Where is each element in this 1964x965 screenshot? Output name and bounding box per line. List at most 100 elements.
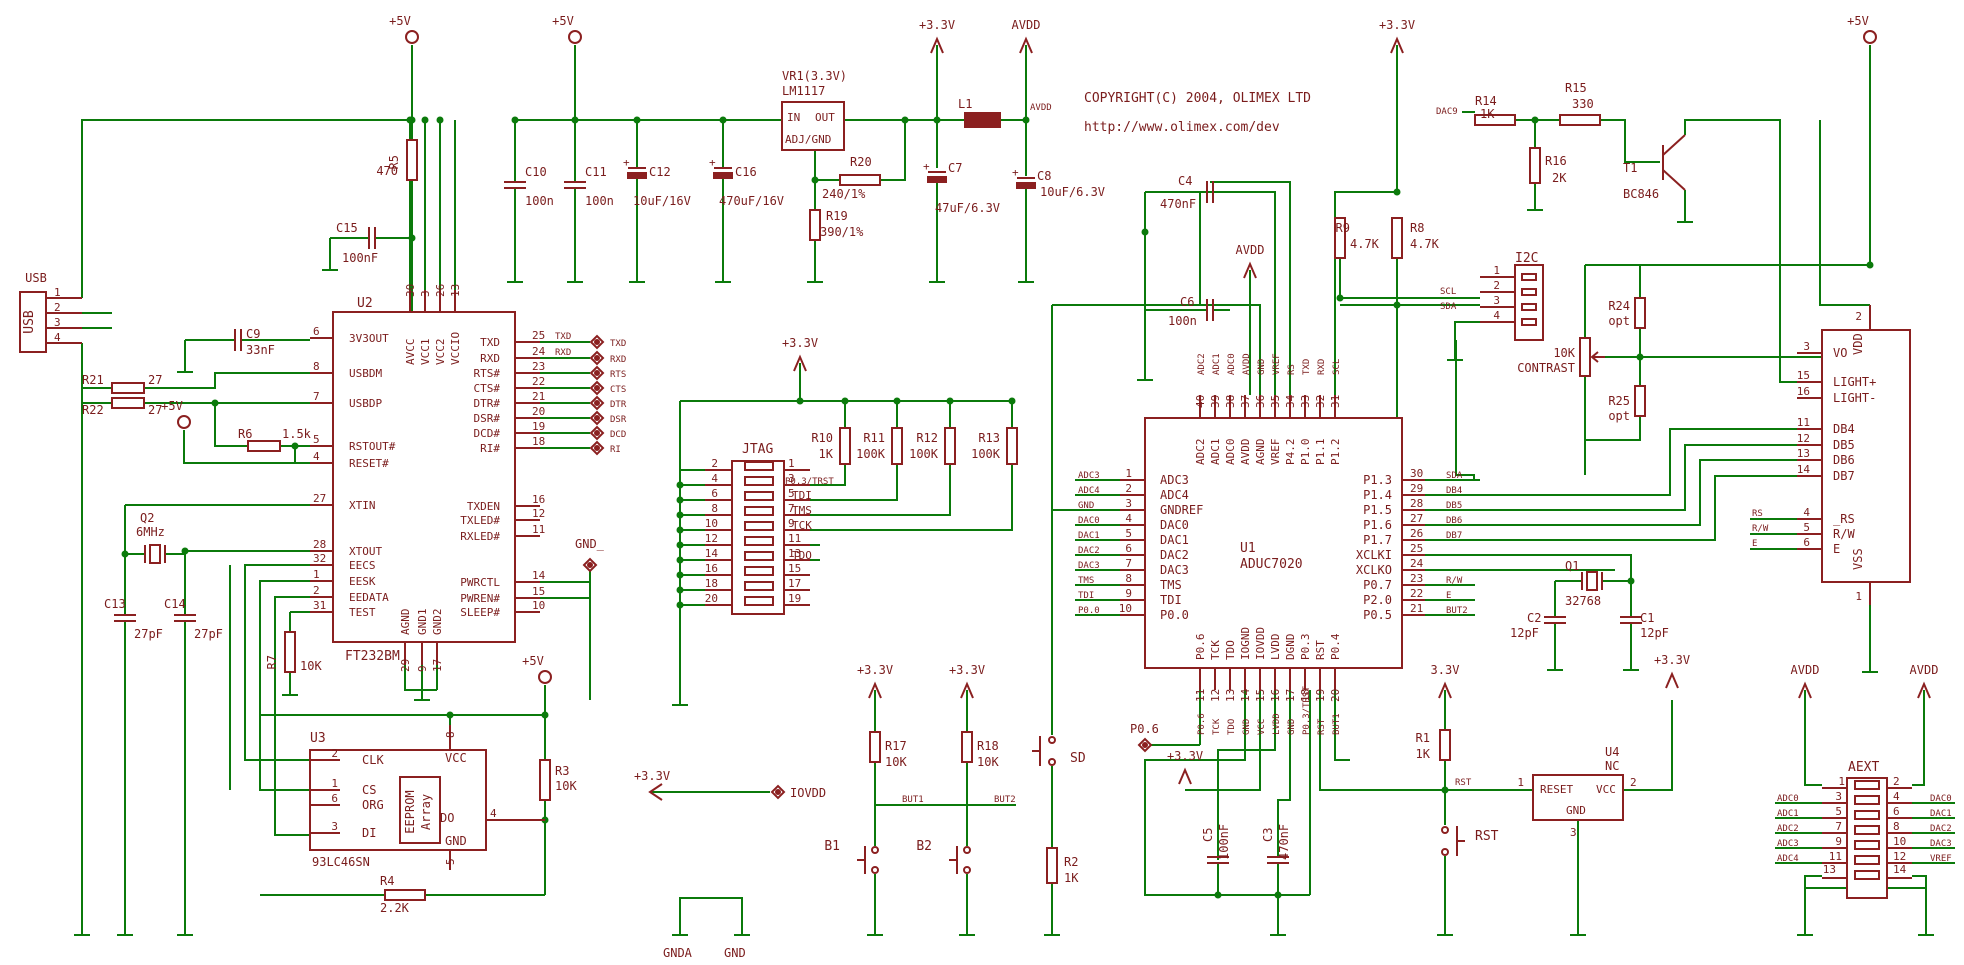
- u4-pin-label: RESET: [1540, 783, 1573, 796]
- aext-net-label: DAC1: [1930, 809, 1952, 819]
- pin-number: 11: [788, 532, 801, 545]
- wire: [1185, 690, 1261, 791]
- lcd-pin-label: R/W: [1833, 527, 1855, 541]
- u1-pin-label: TDI: [1160, 593, 1182, 607]
- u2-pin-label: GND2: [431, 609, 444, 636]
- u1-left-net: DAC3: [1078, 561, 1100, 571]
- r1: [1439, 729, 1451, 761]
- lcd-pin-label: VO: [1833, 346, 1847, 360]
- wire: [1804, 875, 1822, 935]
- pin-number: 16: [705, 562, 718, 575]
- lcd-pin-label: E: [1833, 542, 1840, 556]
- u2-pin-label: XTOUT: [349, 545, 382, 558]
- u2-pin-label: EEDATA: [349, 591, 389, 604]
- pin-number: 21: [532, 390, 545, 403]
- vr1-ref: VR1(3.3V): [782, 69, 847, 83]
- r22-ref: R22: [82, 403, 104, 417]
- c5-ref: C5: [1201, 828, 1215, 842]
- wire: [259, 580, 345, 791]
- wire: [1425, 459, 1797, 526]
- c16-value: 470uF/16V: [719, 194, 784, 208]
- pin-number: 5: [1803, 521, 1810, 534]
- supply-label: AVDD: [1236, 243, 1265, 257]
- pin-number: 14: [1893, 863, 1907, 876]
- pin-number: 1: [313, 568, 320, 581]
- junction: [408, 116, 416, 124]
- pin-number: 24: [1410, 557, 1424, 570]
- u2-pin-label: XTIN: [349, 499, 376, 512]
- usb-connector: [19, 291, 47, 353]
- u2-net-label: CTS: [610, 385, 626, 395]
- pin-number: 17: [1284, 689, 1297, 702]
- jtag-net-label: TMS: [792, 504, 812, 517]
- u2-net-port: [594, 370, 600, 376]
- jtag-pin: [744, 476, 774, 486]
- u1-top-net: ADC1: [1212, 353, 1222, 375]
- aext-net-label: ADC0: [1777, 794, 1799, 804]
- avdd-net-label: AVDD: [1030, 103, 1052, 113]
- pin-number: 16: [1797, 385, 1810, 398]
- pin-number: 15: [788, 562, 801, 575]
- lcd-net-label: E: [1752, 539, 1757, 549]
- supply-symbol: [568, 30, 582, 44]
- c10-ref: C10: [525, 165, 547, 179]
- pin-number: 32: [313, 552, 326, 565]
- wire: [679, 897, 743, 935]
- p33v-arrow: [648, 783, 663, 801]
- r13: [1006, 427, 1018, 465]
- u2-ref: U2: [357, 296, 373, 311]
- wire: [1425, 428, 1797, 496]
- u1-pin-label: TMS: [1160, 578, 1182, 592]
- u3-pin-label: DI: [362, 826, 376, 840]
- button-contact: [871, 866, 879, 874]
- c2-value: 12pF: [1510, 626, 1539, 640]
- wire: [1145, 304, 1261, 395]
- pin-number: 4: [1493, 309, 1500, 322]
- u2-net-label: RI: [610, 445, 621, 455]
- u1-pin-label: ADC1: [1209, 439, 1222, 466]
- button-contact: [963, 846, 971, 854]
- pin-number: 26: [1410, 527, 1423, 540]
- r9-ref: R9: [1336, 221, 1350, 235]
- r3-value: 10K: [555, 779, 577, 793]
- pin-number: 15: [1254, 689, 1267, 702]
- u1-right-net: DB5: [1446, 501, 1462, 511]
- p33v-label: +3.3V: [634, 769, 670, 783]
- q2-crystal: [149, 544, 161, 564]
- lcd-pin-label: DB4: [1833, 422, 1855, 436]
- wire: [1425, 475, 1797, 541]
- pin-number: 20: [1329, 689, 1342, 702]
- q1-value: 32768: [1565, 594, 1601, 608]
- iovdd-label: IOVDD: [790, 786, 826, 800]
- pin-number: 23: [1410, 572, 1423, 585]
- junction: [571, 116, 579, 124]
- u1-left-net: GND: [1078, 501, 1094, 511]
- button-contact: [871, 846, 879, 854]
- u4-pin-label: GND: [1566, 804, 1586, 817]
- l1-inductor: [964, 112, 1001, 128]
- c12: [627, 172, 647, 179]
- pin-number: 2: [313, 584, 320, 597]
- u1-right-net: R/W: [1446, 576, 1463, 586]
- u2-pin-label: USBDP: [349, 397, 382, 410]
- supply-label: +5V: [389, 14, 411, 28]
- rst-label: RST: [1475, 829, 1499, 844]
- supply-label: +5V: [522, 654, 544, 668]
- supply-label: +3.3V: [919, 18, 955, 32]
- jtag-net-label: TDO: [792, 549, 812, 562]
- r13-ref: R13: [978, 431, 1000, 445]
- r1-ref: R1: [1416, 731, 1430, 745]
- u1-pin-label: P1.0: [1299, 439, 1312, 466]
- r15-value: 330: [1572, 97, 1594, 111]
- u1-pin-label: TCK: [1209, 640, 1222, 660]
- pin-number: 20: [532, 405, 545, 418]
- supply-symbol: [538, 670, 552, 684]
- pin-number: 5: [788, 487, 795, 500]
- u4-value: NC: [1605, 759, 1619, 773]
- pin-number: 19: [788, 592, 801, 605]
- u1-pin-label: AGND: [1254, 439, 1267, 466]
- pin-number: 4: [490, 807, 497, 820]
- pin-number: 31: [1329, 395, 1342, 408]
- u1-pin-label: P1.3: [1363, 473, 1392, 487]
- c6-ref: C6: [1180, 295, 1194, 309]
